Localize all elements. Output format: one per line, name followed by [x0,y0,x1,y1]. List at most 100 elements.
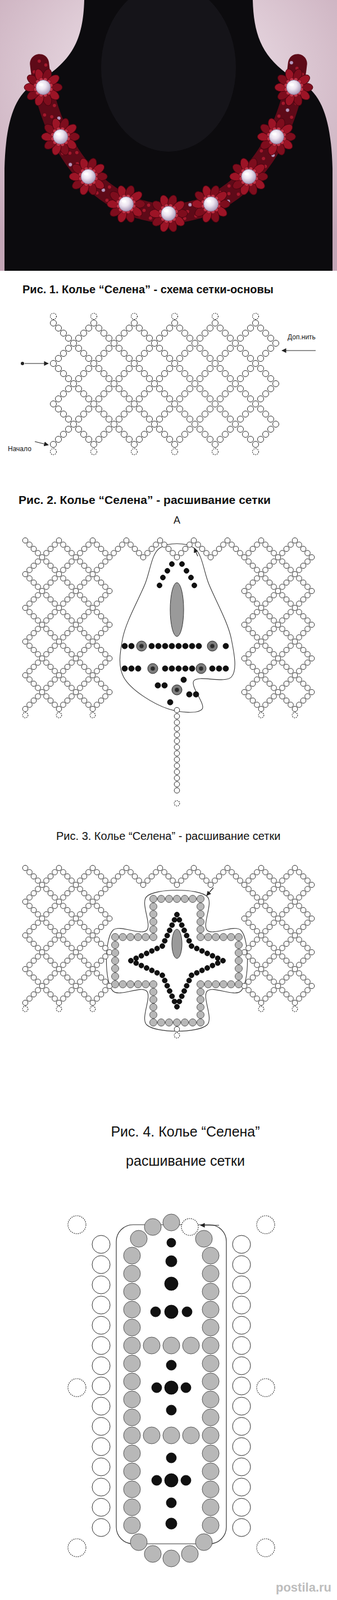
bead [217,395,224,403]
black-bead [154,945,160,951]
bead [300,562,307,569]
bead [192,380,199,387]
grey-bead [202,1516,220,1534]
bead [92,1336,111,1355]
bead [102,911,109,918]
bead [43,693,50,700]
grey-bead [123,1390,141,1408]
grey-bead [162,1213,180,1231]
bead [85,643,92,649]
black-bead [186,937,192,944]
bead [81,957,88,964]
bead [202,411,209,418]
bead [85,962,92,968]
grey-bead [149,1018,158,1027]
black-bead [194,945,200,951]
grey-bead [235,964,243,973]
bead [123,537,130,544]
bead [275,588,281,594]
bead [77,592,84,599]
bead [296,869,303,876]
thread-end [20,361,25,366]
bead [222,370,229,377]
bead [39,588,45,594]
thread [154,343,175,364]
bead [81,647,88,653]
black-bead [180,676,187,683]
thread [114,363,135,384]
bead [174,768,180,775]
thread-lines [53,322,175,445]
grey-bead [181,895,189,903]
dashed-bead [50,313,57,320]
bead [227,375,234,382]
bead [275,689,281,695]
bead [174,719,180,726]
figure-caption: Рис. 3. Колье “Селена” - расшивание сетк… [56,829,281,843]
bead [232,1417,251,1436]
bead [216,873,222,880]
thread [73,322,94,344]
bead [131,360,138,367]
bead [69,945,75,951]
grey-bead [149,902,158,910]
bead [69,617,75,624]
bead [262,600,269,607]
thread [73,343,94,364]
bead [304,945,311,951]
bead [266,647,273,653]
bead [258,999,264,1006]
bead [166,406,173,413]
figure-4-detail [67,1213,275,1567]
bead [292,672,298,678]
bead [304,584,311,590]
bead [267,426,275,433]
black-bead [148,643,155,649]
bead [247,365,254,372]
grey-bead [144,1218,162,1236]
bead [106,385,113,393]
bead [151,421,158,428]
bead [171,360,179,367]
black-bead [128,958,134,964]
bead [30,923,37,930]
grey-bead [149,895,158,903]
bead [52,542,58,548]
bead [146,385,153,393]
bead [304,651,311,658]
bead [136,550,143,557]
black-bead [166,1497,177,1508]
grey-bead [202,1390,220,1408]
bead [308,881,315,888]
bead [69,693,75,700]
bead [102,953,109,960]
bead [151,340,158,347]
bead [56,898,62,905]
bead [283,596,290,603]
bead [288,634,294,641]
bead [52,970,58,977]
bead [52,962,58,968]
bead [75,426,83,433]
figure-1-net [20,313,316,455]
bead [241,588,248,594]
bead [98,873,104,880]
bead [262,542,269,548]
bead [85,395,93,403]
grey-bead [195,1230,213,1247]
black-bead [160,972,166,978]
bead [22,537,29,544]
black-bead [151,1382,162,1393]
black-bead [179,922,185,928]
bead [92,1315,111,1334]
grey-bead [197,1011,205,1019]
black-bead [138,953,144,959]
bead [242,370,249,377]
bead [47,991,54,997]
bead [52,600,58,607]
bead [227,385,234,393]
bead [77,886,84,892]
bead [296,702,303,708]
thread [114,424,135,445]
thread-arrow [200,1224,220,1225]
